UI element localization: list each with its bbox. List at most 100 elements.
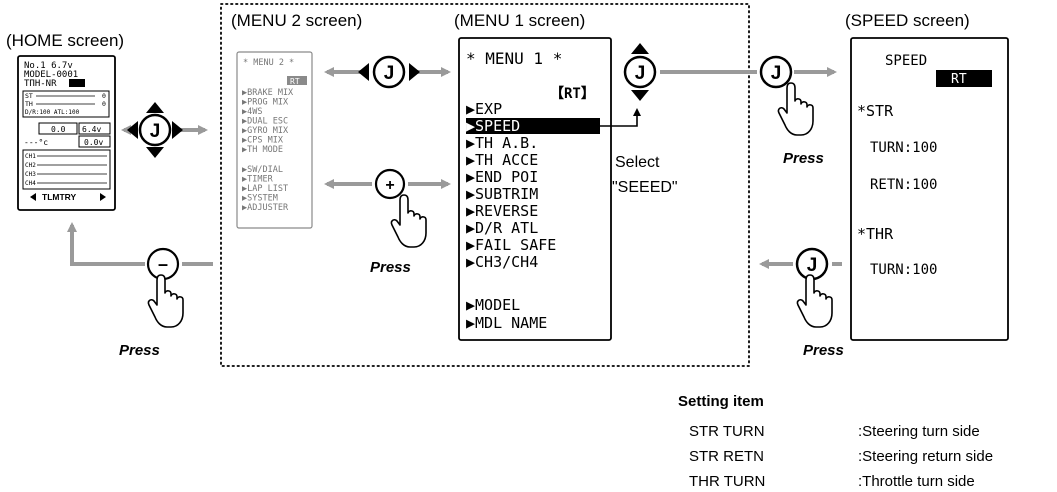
menu1-rt: 【RT】 xyxy=(550,86,595,102)
hand-pointer-icon xyxy=(777,82,814,136)
speed-str-turn: TURN:100 xyxy=(870,140,937,156)
home-timer: 0.0 xyxy=(51,125,66,134)
menu2-item[interactable]: ▶DUAL ESC xyxy=(242,117,288,127)
home-ch4: CH4 xyxy=(25,180,36,187)
menu2-item[interactable]: ▶4WS xyxy=(242,107,262,117)
plus-button[interactable]: + xyxy=(374,168,406,200)
menu1-caption: (MENU 1 screen) xyxy=(454,11,585,30)
speed-thr-turn: TURN:100 xyxy=(870,262,937,278)
plus-label: + xyxy=(385,177,394,194)
menu1-j-button[interactable]: J xyxy=(623,43,657,101)
menu1-item[interactable]: ▶CH3/CH4 xyxy=(466,253,538,271)
home-batt: 6.4v xyxy=(82,125,101,134)
speed-thr-head: *THR xyxy=(857,225,894,243)
speed-screen: SPEED RT *STR TURN:100 RETN:100 *THR TUR… xyxy=(850,37,1009,341)
home-caption: (HOME screen) xyxy=(6,31,124,50)
menu2-title: * MENU 2 * xyxy=(243,58,294,68)
arrow-minus-to-home xyxy=(67,222,145,266)
menu1-title: * MENU 1 * xyxy=(466,49,562,68)
menu2-item[interactable]: ▶GYRO MIX xyxy=(242,126,289,136)
home-temp: ---°c xyxy=(24,138,48,147)
menu1-item[interactable]: ▶D/R ATL xyxy=(466,219,538,237)
menu1-item[interactable]: ▶REVERSE xyxy=(466,202,538,220)
home-model-name: MODEL-0001 xyxy=(24,70,78,80)
home-th: TH xyxy=(25,100,33,108)
menu2-item[interactable]: ▶CPS MIX xyxy=(242,136,284,146)
home-screen: No.1 6.7v MODEL-0001 TΠH-NR ST 0 TH 0 D/… xyxy=(17,55,116,211)
menu2-item[interactable]: ▶TH MODE xyxy=(242,145,283,155)
speed-exit-j-button[interactable]: J xyxy=(795,247,829,281)
setting-item-name: THR TURN xyxy=(689,473,765,490)
menu1-item[interactable]: ▶SPEED xyxy=(466,117,520,135)
setting-item-name: STR TURN xyxy=(689,423,765,440)
select-pointer-arrow xyxy=(600,108,641,127)
menu2-screen: * MENU 2 * RT ▶BRAKE MIX▶PROG MIX▶4WS▶DU… xyxy=(236,51,313,229)
home-dr: D/R:100 ATL:100 xyxy=(25,109,80,116)
hand-pointer-icon xyxy=(796,274,833,328)
select-annotation-line1: Select xyxy=(615,154,660,171)
menu2-item[interactable]: ▶SYSTEM xyxy=(242,194,278,204)
press-label-minus: Press xyxy=(119,342,160,359)
menu2-caption: (MENU 2 screen) xyxy=(231,11,362,30)
menu1-item[interactable]: ▶MDL NAME xyxy=(466,314,547,332)
press-label-speed-exit: Press xyxy=(803,342,844,359)
menu1-item[interactable]: ▶FAIL SAFE xyxy=(466,236,556,254)
menu1-screen: * MENU 1 * 【RT】 ▶EXP▶SPEED▶TH A.B.▶TH AC… xyxy=(458,37,612,341)
home-system: TΠH-NR xyxy=(24,79,57,89)
press-label-plus: Press xyxy=(370,259,411,276)
menu2-item-list: ▶BRAKE MIX▶PROG MIX▶4WS▶DUAL ESC▶GYRO MI… xyxy=(242,88,294,213)
home-st: ST xyxy=(25,92,33,100)
menu1-item[interactable]: ▶TH ACCE xyxy=(466,151,538,169)
setting-item-legend: Setting item STR TURN :Steering turn sid… xyxy=(678,393,993,490)
menu1-item[interactable]: ▶EXP xyxy=(466,100,502,118)
speed-str-head: *STR xyxy=(857,102,894,120)
speed-title: SPEED xyxy=(885,53,927,69)
home-th-val: 0 xyxy=(102,100,106,108)
menu2-item[interactable]: ▶ADJUSTER xyxy=(242,203,289,213)
home-model-no: No.1 6.7v xyxy=(24,61,73,71)
home-system-badge xyxy=(69,79,85,87)
menu2-j-label: J xyxy=(384,63,395,84)
home-telemetry: TLMTRY xyxy=(42,192,76,202)
home-cross-key[interactable]: J xyxy=(127,102,183,158)
menu1-item-list: ▶EXP▶SPEED▶TH A.B.▶TH ACCE▶END POI▶SUBTR… xyxy=(466,100,600,332)
menu2-item[interactable]: ▶TIMER xyxy=(242,175,274,185)
menu2-item[interactable]: ▶BRAKE MIX xyxy=(242,88,294,98)
speed-enter-j-label: J xyxy=(771,63,782,84)
menu1-selection-highlight xyxy=(466,118,600,134)
minus-label: – xyxy=(158,254,168,274)
menu2-item[interactable]: ▶LAP LIST xyxy=(242,184,288,194)
menu1-j-label: J xyxy=(635,63,646,84)
setting-item-name: STR RETN xyxy=(689,448,764,465)
menu2-j-button[interactable]: J xyxy=(358,55,420,89)
select-annotation-line2: "SEEED" xyxy=(612,179,678,196)
speed-exit-j-label: J xyxy=(807,255,818,276)
setting-item-desc: :Steering turn side xyxy=(858,423,980,440)
setting-item-heading: Setting item xyxy=(678,393,764,410)
setting-item-desc: :Throttle turn side xyxy=(858,473,975,490)
navigation-arrows xyxy=(67,67,842,269)
home-st-val: 0 xyxy=(102,92,106,100)
home-volt: 0.0v xyxy=(84,138,103,147)
menu2-item[interactable]: ▶SW/DIAL xyxy=(242,165,283,175)
menu1-item[interactable]: ▶TH A.B. xyxy=(466,134,538,152)
hand-pointer-icon xyxy=(147,274,184,328)
setting-item-desc: :Steering return side xyxy=(858,448,993,465)
minus-button[interactable]: – xyxy=(146,247,180,281)
menu1-item[interactable]: ▶SUBTRIM xyxy=(466,185,538,203)
speed-rt: RT xyxy=(951,72,967,87)
home-ch1: CH1 xyxy=(25,153,36,160)
hand-pointer-icon xyxy=(390,194,427,248)
home-ch3: CH3 xyxy=(25,171,36,178)
menu2-rt: RT xyxy=(290,77,300,86)
menu1-item[interactable]: ▶END POI xyxy=(466,168,538,186)
speed-str-retn: RETN:100 xyxy=(870,177,937,193)
speed-enter-j-button[interactable]: J xyxy=(759,55,793,89)
speed-caption: (SPEED screen) xyxy=(845,11,970,30)
press-label-speed-enter: Press xyxy=(783,150,824,167)
menu1-item[interactable]: ▶MODEL xyxy=(466,296,520,314)
menu2-item[interactable]: ▶PROG MIX xyxy=(242,98,289,108)
home-j-label: J xyxy=(150,121,161,142)
home-ch2: CH2 xyxy=(25,162,36,169)
